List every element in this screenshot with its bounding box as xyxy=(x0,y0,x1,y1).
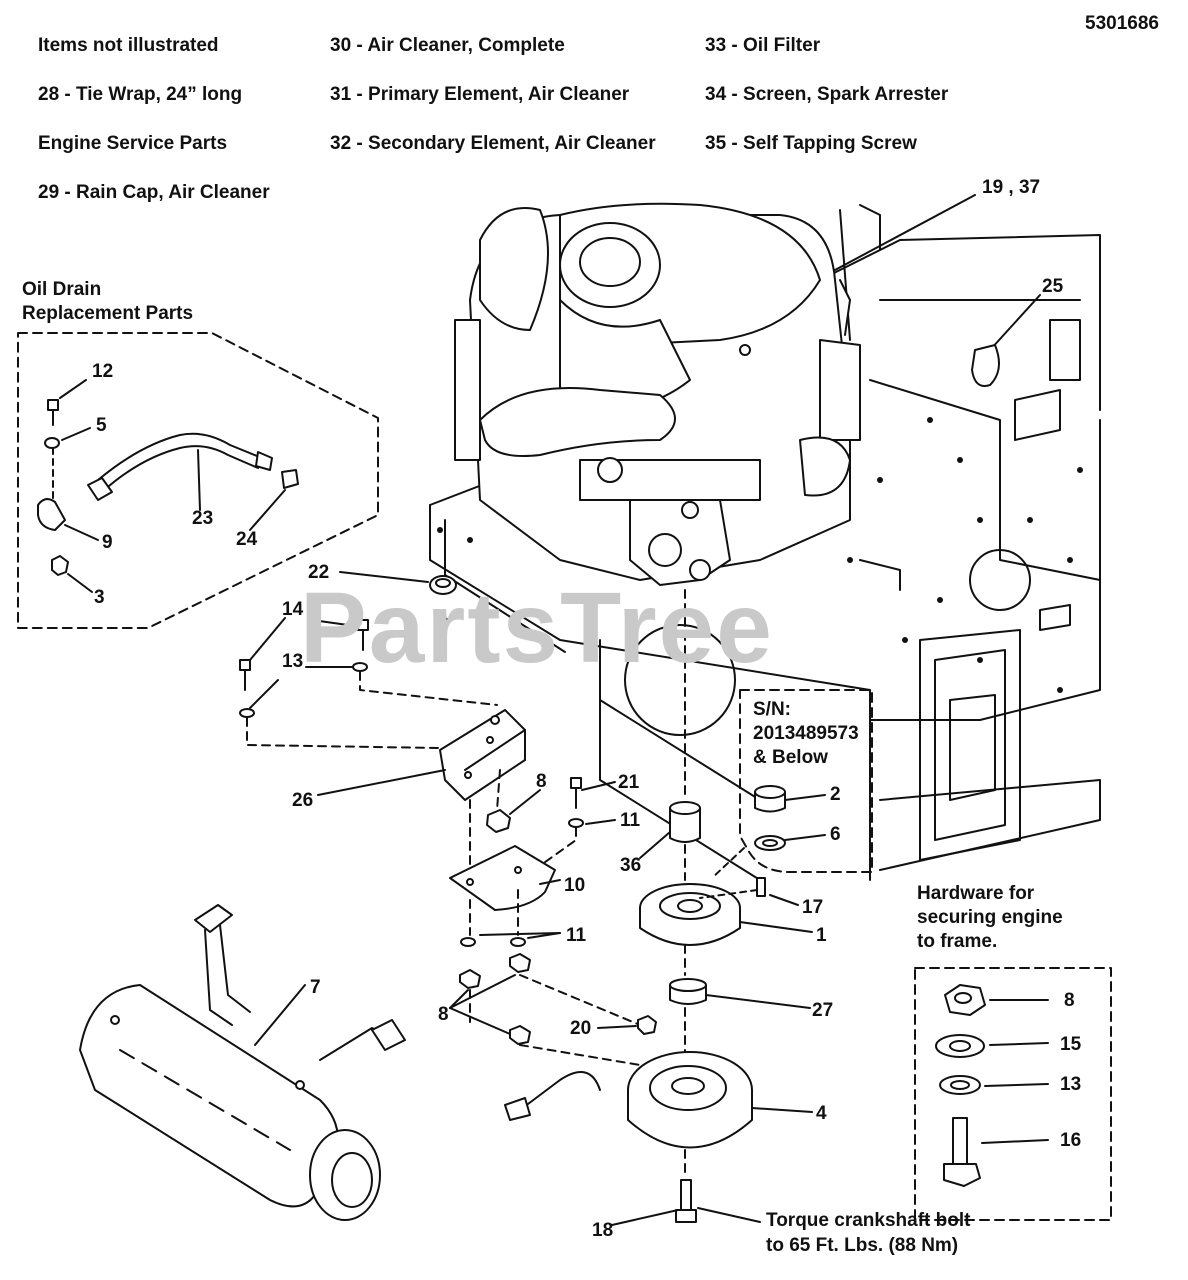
hardware-callout-15: 15 xyxy=(1060,1034,1082,1055)
oil-drain-box xyxy=(17,332,379,629)
serial-note-line2: 2013489573 xyxy=(753,723,859,744)
chassis-frame xyxy=(429,204,1101,881)
muffler-7 xyxy=(79,904,406,1221)
callout-26: 26 xyxy=(292,790,314,811)
note-item-28: 28 - Tie Wrap, 24” long xyxy=(38,84,243,105)
torque-note-line1: Torque crankshaft bolt xyxy=(766,1210,971,1231)
note-item-31: 31 - Primary Element, Air Cleaner xyxy=(330,84,630,105)
callout-11-lower: 11 xyxy=(566,925,587,946)
callout-25: 25 xyxy=(1042,276,1064,297)
grommet-22 xyxy=(339,571,457,595)
clutch-stack xyxy=(504,589,813,1226)
note-item-34: 34 - Screen, Spark Arrester xyxy=(705,84,949,105)
note-item-35: 35 - Self Tapping Screw xyxy=(705,133,917,154)
callout-12: 12 xyxy=(92,361,114,382)
engine-assembly xyxy=(454,202,861,586)
callout-27: 27 xyxy=(812,1000,834,1021)
callout-1: 1 xyxy=(816,925,827,946)
leader-lines xyxy=(834,194,1041,387)
hardware-note-line2: securing engine xyxy=(917,907,1063,928)
serial-note-line1: S/N: xyxy=(753,699,791,720)
serial-note-line3: & Below xyxy=(753,747,828,768)
engine-mount-group xyxy=(239,617,657,1066)
oil-drain-subtitle: Replacement Parts xyxy=(22,303,194,324)
hardware-parts xyxy=(935,984,1049,1187)
callout-13: 13 xyxy=(282,651,304,672)
note-item-29: 29 - Rain Cap, Air Cleaner xyxy=(38,182,270,203)
hardware-callout-13: 13 xyxy=(1060,1074,1082,1095)
callout-18: 18 xyxy=(592,1220,614,1241)
serial-note-box xyxy=(739,689,873,873)
callout-9: 9 xyxy=(102,532,113,553)
callout-20: 20 xyxy=(570,1018,592,1039)
callout-14: 14 xyxy=(282,599,304,620)
callout-5: 5 xyxy=(96,415,107,436)
callout-6: 6 xyxy=(830,824,841,845)
callout-2: 2 xyxy=(830,784,841,805)
callout-24: 24 xyxy=(236,529,258,550)
callout-21: 21 xyxy=(618,772,640,793)
serial-parts xyxy=(711,785,826,879)
callout-3: 3 xyxy=(94,587,105,608)
callout-17: 17 xyxy=(802,897,824,918)
note-item-33: 33 - Oil Filter xyxy=(705,35,821,56)
hardware-note-line1: Hardware for xyxy=(917,883,1035,904)
callout-19-37: 19 , 37 xyxy=(982,177,1041,198)
callout-8-upper: 8 xyxy=(536,771,547,792)
callout-22: 22 xyxy=(308,562,330,583)
torque-note-line2: to 65 Ft. Lbs. (88 Nm) xyxy=(766,1235,959,1256)
callout-4: 4 xyxy=(816,1103,827,1124)
callout-7: 7 xyxy=(310,977,321,998)
drawing-number: 5301686 xyxy=(1085,13,1159,34)
watermark: PartsTree xyxy=(300,572,774,684)
oil-drain-title: Oil Drain xyxy=(22,279,102,300)
hardware-note-line3: to frame. xyxy=(917,931,998,952)
oil-drain-parts xyxy=(37,379,299,593)
frame-holes xyxy=(437,417,1083,693)
hardware-callout-16: 16 xyxy=(1060,1130,1082,1151)
note-item-32: 32 - Secondary Element, Air Cleaner xyxy=(330,133,656,154)
note-item-30: 30 - Air Cleaner, Complete xyxy=(330,35,565,56)
hardware-callout-8: 8 xyxy=(1064,990,1075,1011)
callout-23: 23 xyxy=(192,508,214,529)
items-not-illustrated-heading: Items not illustrated xyxy=(38,35,219,56)
engine-service-parts-heading: Engine Service Parts xyxy=(38,133,228,154)
callout-36: 36 xyxy=(620,855,642,876)
callout-10: 10 xyxy=(564,875,586,896)
hardware-box xyxy=(914,967,1112,1221)
callout-8-lower: 8 xyxy=(438,1004,449,1025)
callout-11-upper: 11 xyxy=(620,810,641,831)
